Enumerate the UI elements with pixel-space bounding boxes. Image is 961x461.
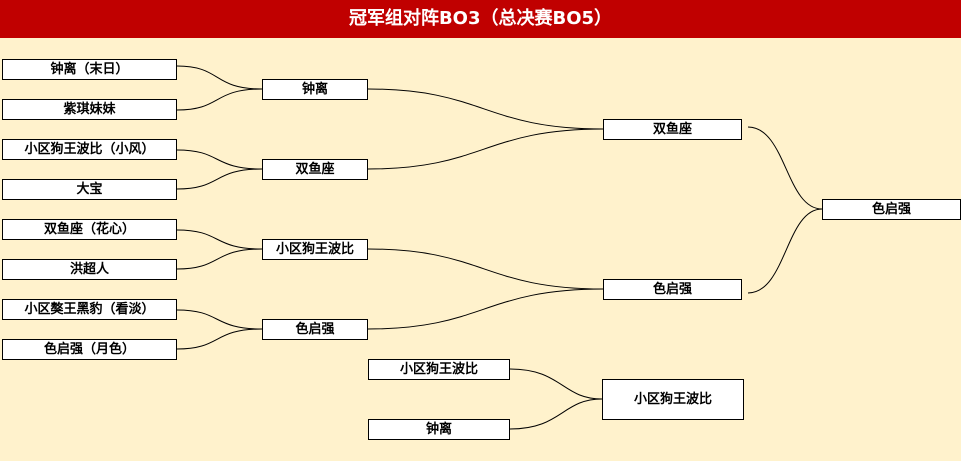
connector-r1-1 (176, 65, 263, 90)
third-place-winner: 小区狗王波比 (602, 379, 744, 420)
connector-r1-6 (176, 248, 263, 270)
semifinal-winner-1: 双鱼座 (603, 119, 742, 140)
connector-r2-4 (367, 288, 604, 330)
connector-r1-5 (176, 229, 263, 250)
connector-r2-3 (367, 248, 604, 290)
round2-winner-3: 小区狗王波比 (262, 239, 368, 260)
connector-r1-7 (176, 309, 263, 330)
round2-winner-4: 色启强 (262, 319, 368, 340)
round1-player-5: 双鱼座（花心） (2, 219, 177, 240)
connector-r1-2 (176, 88, 263, 111)
round2-winner-2: 双鱼座 (262, 159, 368, 180)
round1-player-1: 钟离（末日） (2, 59, 177, 80)
page-title: 冠军组对阵BO3（总决赛BO5） (0, 0, 961, 38)
third-place-player-1: 小区狗王波比 (368, 359, 510, 380)
round1-player-8: 色启强（月色） (2, 339, 177, 360)
round2-winner-1: 钟离 (262, 79, 368, 100)
connector-r2-1 (367, 88, 604, 130)
connector-tp-2 (509, 398, 603, 430)
round1-player-6: 洪超人 (2, 259, 177, 280)
third-place-player-2: 钟离 (368, 419, 510, 440)
connector-r1-3 (176, 149, 263, 170)
connector-r2-2 (367, 128, 604, 170)
connector-sf-1 (747, 126, 823, 210)
round1-player-2: 紫琪妹妹 (2, 99, 177, 120)
semifinal-winner-2: 色启强 (603, 279, 742, 300)
connector-sf-2 (747, 208, 823, 294)
round1-player-3: 小区狗王波比（小风） (2, 139, 177, 160)
round1-player-7: 小区獒王黑豹（看淡） (2, 299, 177, 320)
round1-player-4: 大宝 (2, 179, 177, 200)
champion-box: 色启强 (822, 199, 961, 220)
connector-r1-8 (176, 328, 263, 350)
connector-r1-4 (176, 168, 263, 190)
connector-tp-1 (509, 368, 603, 400)
